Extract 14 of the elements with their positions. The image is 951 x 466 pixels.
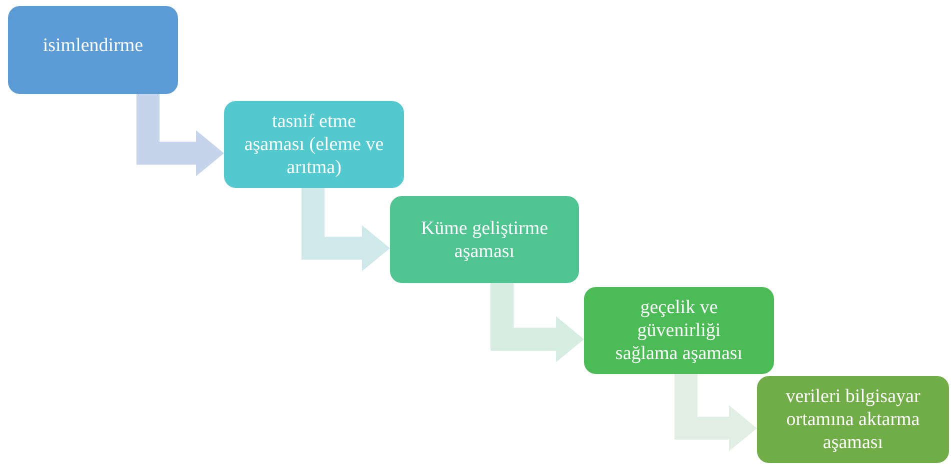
process-box [224,101,404,188]
box-text: isimlendirme [42,34,144,57]
process-box [8,6,178,94]
bent-arrow [302,188,390,272]
process-box [390,196,579,283]
bent-arrow [136,94,224,176]
bent-arrow [490,283,584,362]
box-text: geçelik ve güvenirliği sağlama aşaması [614,296,744,365]
bent-arrow [674,374,757,452]
box-text: verileri bilgisayar ortamına aktarma aşaması [784,385,922,454]
box-text: Küme geliştirme aşaması [420,216,550,262]
process-box [584,287,774,374]
process-box [757,376,949,463]
box-text: tasnif etme aşaması (eleme ve arıtma) [244,110,384,179]
